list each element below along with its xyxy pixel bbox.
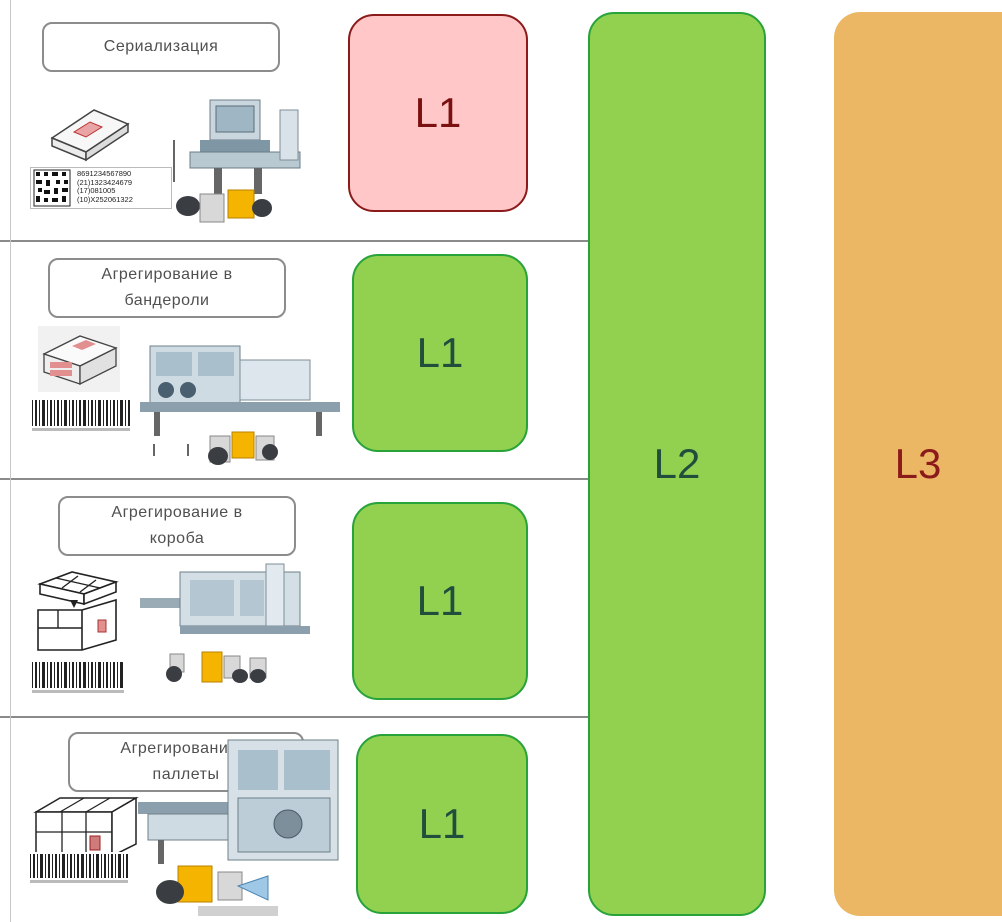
l1-box-pallets: L1 bbox=[356, 734, 528, 914]
code-line-2: (21)1323424679 bbox=[77, 177, 133, 187]
l1-box-serialization: L1 bbox=[348, 14, 528, 212]
l2-box: L2 bbox=[588, 12, 766, 916]
box-icon bbox=[37, 571, 119, 651]
row-divider-2 bbox=[0, 478, 588, 480]
palletizing-machine-icon bbox=[138, 739, 339, 916]
boxing-machine-icon bbox=[140, 563, 310, 683]
row-label-boxes: Агрегирование в короба bbox=[58, 496, 296, 556]
code-line-1: 8691234567890 bbox=[77, 169, 132, 178]
barcode-icon-boxes bbox=[32, 662, 124, 693]
row-divider-3 bbox=[0, 716, 588, 718]
bundling-machine-icon bbox=[140, 345, 340, 465]
datamatrix-label: 8691234567890 (21)1323424679 (17)081005 … bbox=[30, 167, 172, 209]
l1-box-bundles: L1 bbox=[352, 254, 528, 452]
pallet-icon bbox=[33, 796, 139, 858]
l1-box-boxes: L1 bbox=[352, 502, 528, 700]
row-divider-1 bbox=[0, 240, 588, 242]
row-label-bundles: Агрегирование в бандероли bbox=[48, 258, 286, 318]
package-icon bbox=[30, 90, 140, 166]
datamatrix-icon bbox=[33, 169, 71, 207]
barcode-icon-pallets bbox=[28, 852, 132, 886]
bundle-icon bbox=[38, 326, 120, 392]
barcode-icon bbox=[32, 400, 130, 431]
row-label-serialization: Сериализация bbox=[42, 22, 280, 72]
left-guide-line bbox=[10, 0, 11, 922]
serialization-machine-icon bbox=[173, 99, 301, 223]
code-line-3: (17)081005 bbox=[77, 186, 116, 195]
l3-box: L3 bbox=[834, 12, 1002, 916]
code-line-4: (10)X252061322 bbox=[77, 194, 133, 204]
